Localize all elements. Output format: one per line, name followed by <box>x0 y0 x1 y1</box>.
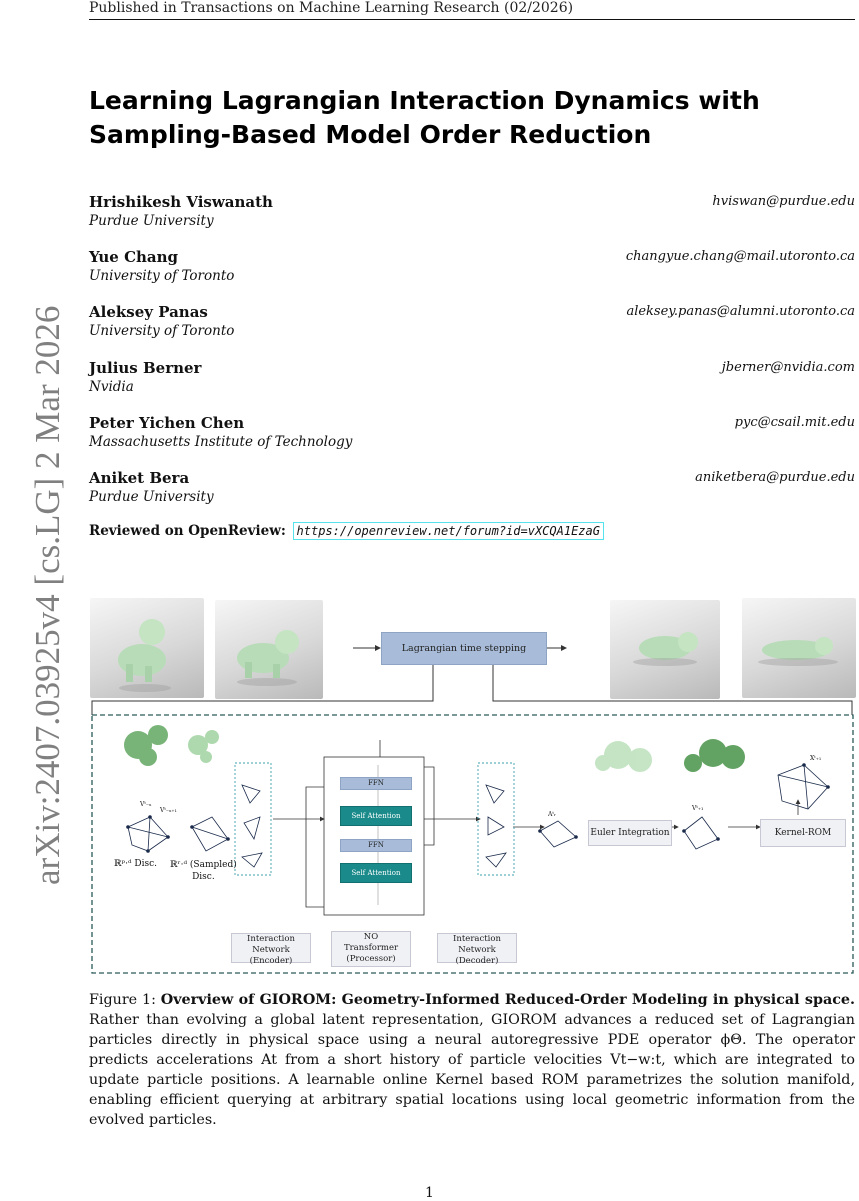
running-header: Published in Transactions on Machine Lea… <box>89 0 574 16</box>
author-block: Hrishikesh Viswanath Purdue University h… <box>89 193 855 230</box>
full-disc-label: ℝᵖ·ᵈ Disc. <box>114 859 158 869</box>
figure-connectors <box>91 645 854 974</box>
openreview-label: Reviewed on OpenReview: <box>89 523 286 539</box>
header-rule <box>89 19 855 20</box>
simulation-frame-4 <box>742 598 856 698</box>
author-name: Peter Yichen Chen <box>89 414 245 432</box>
simulation-frame-2 <box>215 600 323 699</box>
ffn-block: FFN <box>340 777 412 790</box>
figure-caption: Figure 1: Overview of GIOROM: Geometry-I… <box>89 990 855 1130</box>
time-stepping-box: Lagrangian time stepping <box>381 632 547 665</box>
sampled-disc-line2: Disc. <box>192 872 215 882</box>
elastic-object-image <box>633 632 698 666</box>
author-block: Aleksey Panas University of Toronto alek… <box>89 303 855 340</box>
author-email[interactable]: hviswan@purdue.edu <box>712 194 855 209</box>
author-affiliation: Purdue University <box>89 489 214 505</box>
openreview-line: Reviewed on OpenReview: https://openrevi… <box>89 522 604 540</box>
page-number: 1 <box>425 1185 434 1201</box>
author-affiliation: Purdue University <box>89 213 214 229</box>
processor-label-line2: Transformer <box>343 943 399 953</box>
paper-title: Learning Lagrangian Interaction Dynamics… <box>89 86 760 149</box>
author-block: Yue Chang University of Toronto changyue… <box>89 248 855 285</box>
caption-label: Figure 1: <box>89 992 156 1008</box>
author-affiliation: Nvidia <box>89 379 134 395</box>
velocity-label: Vᵗ₋ᵤ₊₁ <box>160 807 177 814</box>
self-attention-block: Self Attention <box>340 863 412 883</box>
author-name: Julius Berner <box>89 359 202 377</box>
simulation-frame-1 <box>90 598 204 698</box>
figure-1: Lagrangian time stepping FFN Self Attent… <box>88 595 858 980</box>
author-email[interactable]: jberner@nvidia.com <box>721 360 855 375</box>
processor-label-line1: NO <box>363 932 379 942</box>
author-affiliation: University of Toronto <box>89 323 235 339</box>
sampled-disc-line1: ℝʳ·ᵈ (Sampled) <box>170 860 237 870</box>
decoder-label-line1: Interaction Network <box>453 934 501 955</box>
velocity-label: Vᵗ₋ᵤ <box>140 801 152 808</box>
author-email[interactable]: aleksey.panas@alumni.utoronto.ca <box>626 304 855 319</box>
arxiv-stamp: arXiv:2407.03925v4 [cs.LG] 2 Mar 2026 <box>28 305 67 885</box>
author-name: Yue Chang <box>89 248 179 266</box>
euler-integration-box: Euler Integration <box>588 820 672 846</box>
simulation-frame-3 <box>610 600 720 699</box>
author-email[interactable]: pyc@csail.mit.edu <box>734 415 855 430</box>
next-position-label: Xᵗ₊₁ <box>810 755 822 762</box>
author-email[interactable]: changyue.chang@mail.utoronto.ca <box>625 249 855 264</box>
caption-bold: Overview of GIOROM: Geometry-Informed Re… <box>160 992 855 1008</box>
author-email[interactable]: aniketbera@purdue.edu <box>695 470 855 485</box>
author-affiliation: Massachusetts Institute of Technology <box>89 434 353 450</box>
encoder-label-line2: (Encoder) <box>249 956 293 966</box>
author-name: Aniket Bera <box>89 469 190 487</box>
author-block: Peter Yichen Chen Massachusetts Institut… <box>89 414 855 451</box>
caption-text: Rather than evolving a global latent rep… <box>89 1012 855 1128</box>
decoder-label-box: Interaction Network (Decoder) <box>437 933 517 966</box>
author-affiliation: University of Toronto <box>89 268 235 284</box>
author-name: Hrishikesh Viswanath <box>89 193 273 211</box>
next-velocity-label: Vᵗ₊₁ <box>692 805 704 812</box>
author-name: Aleksey Panas <box>89 303 208 321</box>
kernel-rom-box: Kernel-ROM <box>760 819 846 847</box>
elastic-object-image <box>758 637 838 666</box>
processor-label-box: NO Transformer (Processor) <box>331 931 411 967</box>
author-block: Julius Berner Nvidia jberner@nvidia.com <box>89 359 855 396</box>
ffn-block: FFN <box>340 839 412 852</box>
openreview-link[interactable]: https://openreview.net/forum?id=vXCQA1Ez… <box>292 522 604 540</box>
encoder-label-box: Interaction Network (Encoder) <box>231 933 311 966</box>
decoder-label-line2: (Decoder) <box>455 956 499 966</box>
processor-label-line3: (Processor) <box>346 954 396 964</box>
self-attention-block: Self Attention <box>340 806 412 826</box>
encoder-label-line1: Interaction Network <box>247 934 295 955</box>
acceleration-label: Aᵗᵣ <box>548 811 556 818</box>
elastic-object-image <box>237 630 299 686</box>
elastic-object-image <box>118 619 171 692</box>
sampled-disc-label: ℝʳ·ᵈ (Sampled) Disc. <box>170 859 237 883</box>
author-block: Aniket Bera Purdue University aniketbera… <box>89 469 855 506</box>
